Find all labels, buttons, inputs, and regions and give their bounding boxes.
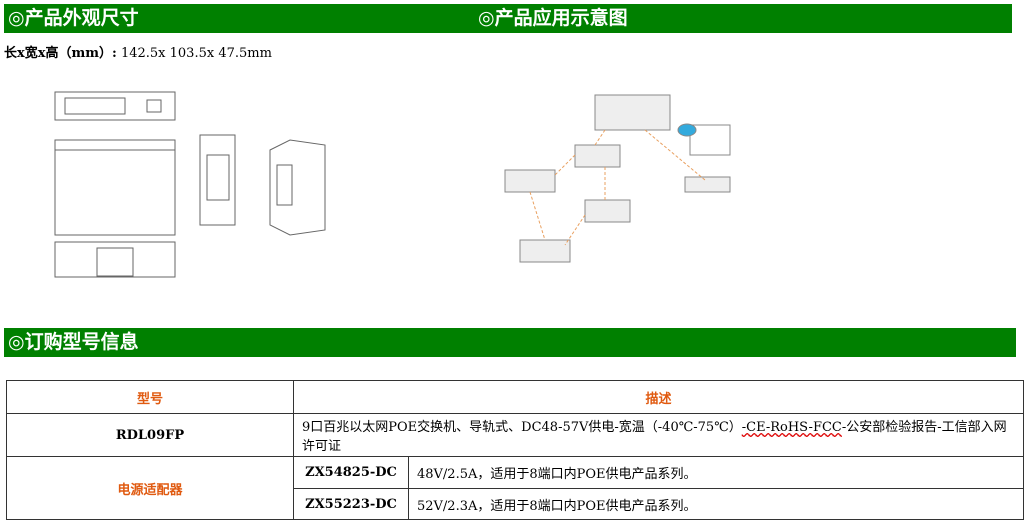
ordering-table: 型号 描述 RDL09FP 9口百兆以太网POE交换机、导轨式、DC48-57V… [6, 380, 1024, 520]
table-row: ZX55223-DC 52V/2.3A，适用于8端口内POE供电产品系列。 [7, 488, 1024, 520]
col-model-header: 型号 [6, 380, 294, 414]
desc-part: -公安部检验报告-工信部入网许可证 [302, 420, 1007, 454]
dimensions-label: 长x宽x高（mm）: [4, 46, 117, 61]
product-desc: 9口百兆以太网POE交换机、导轨式、DC48-57V供电-宽温（-40℃-75℃… [293, 413, 1024, 457]
col-desc-header: 描述 [293, 380, 1024, 414]
application-diagram [504, 94, 731, 263]
desc-part: 9口百兆以太网POE交换机、导轨式、DC48-57V供电-宽温（-40℃-75℃… [302, 420, 742, 435]
product-model: RDL09FP [6, 413, 294, 457]
ordering-header: ◎订购型号信息 [8, 331, 139, 353]
desc-part: -CE-RoHS-FCC [741, 420, 842, 435]
table-row: RDL09FP 9口百兆以太网POE交换机、导轨式、DC48-57V供电-宽温（… [6, 413, 1024, 457]
table-header-row: 型号 描述 [6, 380, 1024, 414]
section-header-bar: ◎产品外观尺寸 ◎产品应用示意图 [4, 4, 1012, 33]
adapter-label: 电源适配器 [6, 456, 294, 520]
adapter-desc: 52V/2.3A，适用于8端口内POE供电产品系列。 [408, 488, 1024, 520]
adapter-model: ZX54825-DC [293, 456, 409, 489]
adapter-model: ZX55223-DC [293, 488, 409, 520]
dimension-drawing [54, 91, 326, 278]
dimensions-header: ◎产品外观尺寸 [8, 7, 139, 29]
ordering-header-bar: ◎订购型号信息 [4, 328, 1016, 357]
dimensions-value: 142.5x 103.5x 47.5mm [120, 46, 272, 61]
dimensions-text: 长x宽x高（mm）: 142.5x 103.5x 47.5mm [4, 42, 272, 61]
table-row: 电源适配器 ZX54825-DC 48V/2.5A，适用于8端口内POE供电产品… [6, 456, 1024, 520]
application-header: ◎产品应用示意图 [478, 7, 628, 29]
adapter-desc: 48V/2.5A，适用于8端口内POE供电产品系列。 [408, 456, 1024, 489]
